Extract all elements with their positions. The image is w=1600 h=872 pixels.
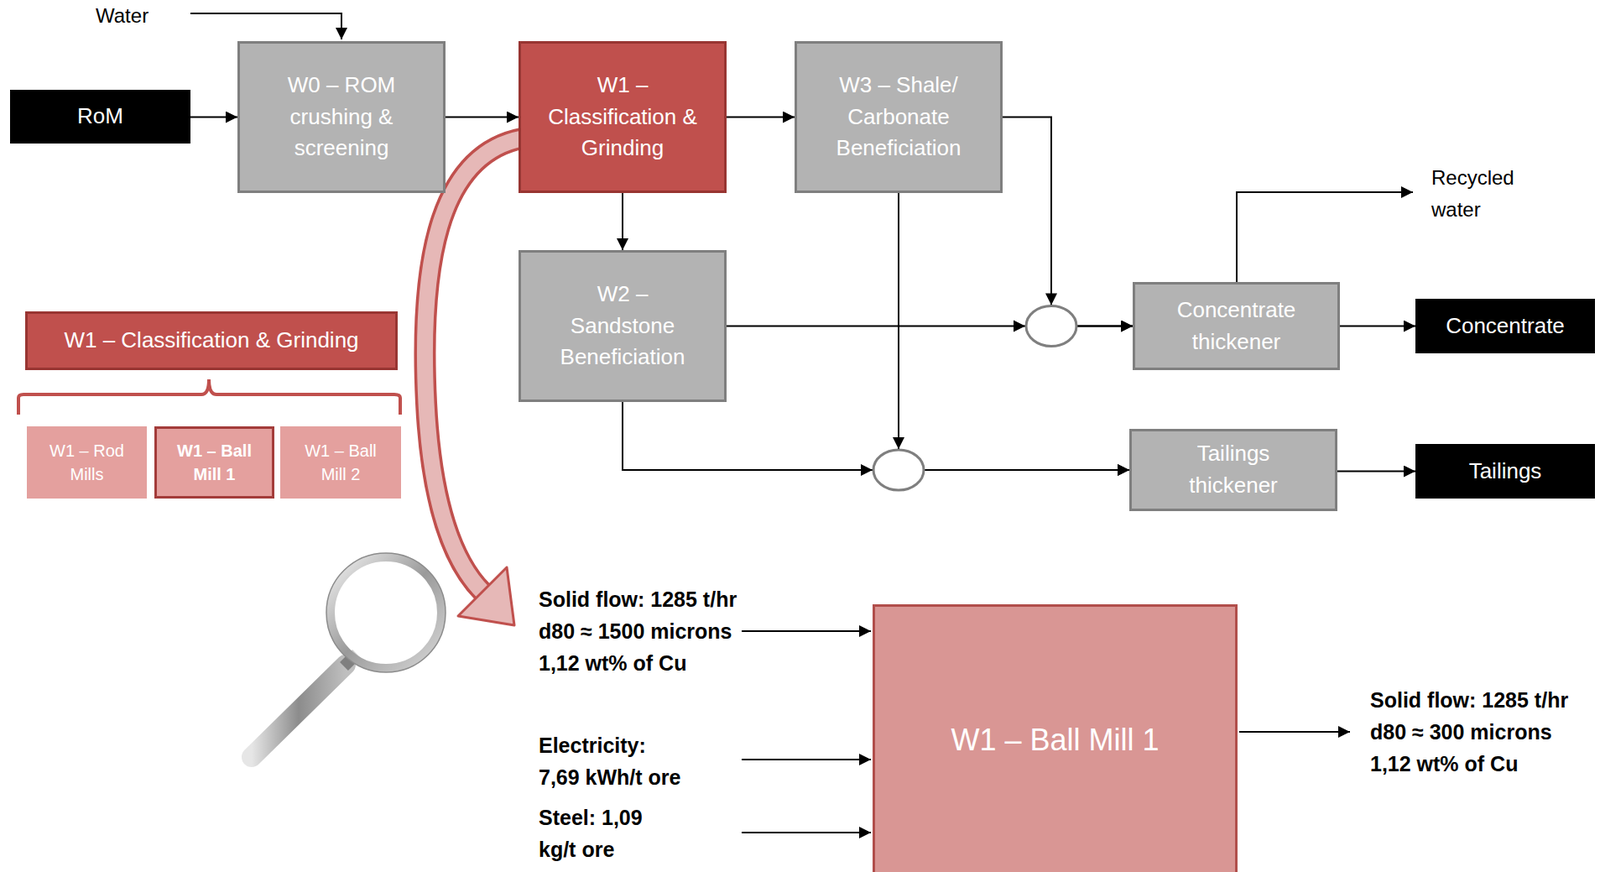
feed-arrow xyxy=(741,630,871,632)
sub-unit-box: W1 – Rod Mills xyxy=(26,426,147,499)
node-text: W1 – Rod Mills xyxy=(41,438,132,486)
node-text: W1 – Ball Mill 1 xyxy=(950,721,1159,758)
terminal-box: Concentrate xyxy=(1415,298,1595,354)
flow-connector xyxy=(726,116,795,119)
magnifier-rim xyxy=(326,552,446,673)
flow-connector xyxy=(445,116,519,119)
junction-arrowhead xyxy=(1013,320,1026,333)
detail-box: W1 – Ball Mill 1 xyxy=(872,604,1238,872)
node-text: RoM xyxy=(77,103,124,130)
sub-unit-box: W1 – Ball Mill 1 xyxy=(154,426,275,499)
node-text: Tailings thickener xyxy=(1157,437,1310,501)
callout-arrow-fill xyxy=(424,138,522,593)
annotation-label: Solid flow: 1285 t/hr d80 ≈ 300 microns … xyxy=(1370,683,1580,780)
flow-connector xyxy=(1002,117,1133,327)
junction-arrowhead xyxy=(892,437,905,449)
node-text: W1 – Ball Mill 1 xyxy=(171,438,257,486)
sub-unit-box: W1 – Ball Mill 2 xyxy=(280,426,402,499)
node-text: W1 – Classification & Grinding xyxy=(541,69,704,165)
junction-arrowhead xyxy=(1045,293,1058,306)
node-text: Concentrate thickener xyxy=(1160,294,1313,358)
callout-arrow-head xyxy=(458,567,515,626)
process-box: W2 – Sandstone Beneficiation xyxy=(518,250,727,402)
flow-connector xyxy=(621,192,624,251)
process-box: W3 – Shale/ Carbonate Beneficiation xyxy=(794,41,1003,193)
node-text: W3 – Shale/ Carbonate Beneficiation xyxy=(817,69,980,165)
junction-circle xyxy=(1026,306,1077,347)
node-text: W1 – Ball Mill 2 xyxy=(295,438,386,486)
annotation-label: Recycled water xyxy=(1431,161,1533,226)
annotation-label: Steel: 1,09 kg/t ore xyxy=(538,801,652,866)
annotation-label: Electricity: 7,69 kWh/t ore xyxy=(538,729,690,793)
water-line xyxy=(190,13,342,40)
recycled-water-line xyxy=(1236,192,1413,282)
node-text: Tailings xyxy=(1469,458,1543,485)
node-text: W1 – Classification & Grinding xyxy=(63,327,359,354)
annotation-label: Solid flow: 1285 t/hr d80 ≈ 1500 microns… xyxy=(538,583,749,679)
magnifier-handle xyxy=(251,664,346,757)
group-header: W1 – Classification & Grinding xyxy=(25,311,398,371)
steel-arrow xyxy=(741,831,871,834)
junction-circle xyxy=(873,449,924,490)
magnifier-lens xyxy=(330,557,442,668)
process-box: W1 – Classification & Grinding xyxy=(518,41,727,193)
annotation-label: Water xyxy=(95,3,149,29)
junction-arrowhead xyxy=(860,463,873,476)
node-text: W2 – Sandstone Beneficiation xyxy=(551,278,694,374)
electricity-arrow xyxy=(741,758,871,761)
node-text: W0 – ROM crushing & screening xyxy=(260,69,423,165)
product-arrow xyxy=(1239,730,1350,733)
bracket xyxy=(18,379,401,415)
flow-connector xyxy=(898,192,1130,470)
terminal-box: RoM xyxy=(10,89,191,144)
flow-connector xyxy=(1337,470,1416,473)
thickener-box: Concentrate thickener xyxy=(1132,281,1340,371)
flow-connector xyxy=(190,116,238,119)
callout-arrow-outline xyxy=(424,138,522,592)
thickener-box: Tailings thickener xyxy=(1129,428,1338,511)
node-text: Concentrate xyxy=(1445,312,1565,339)
flow-connector xyxy=(1339,325,1416,328)
process-box: W0 – ROM crushing & screening xyxy=(237,41,446,193)
terminal-box: Tailings xyxy=(1415,443,1595,499)
